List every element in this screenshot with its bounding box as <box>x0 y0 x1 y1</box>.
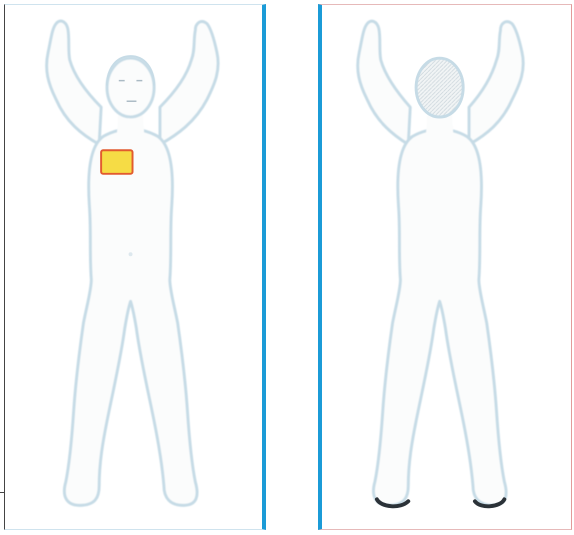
front-scan-panel[interactable] <box>4 4 266 530</box>
back-body-outline <box>322 5 571 529</box>
front-body-outline <box>5 5 262 529</box>
threat-alert-box[interactable] <box>101 150 132 174</box>
back-scan-panel[interactable] <box>318 4 572 530</box>
